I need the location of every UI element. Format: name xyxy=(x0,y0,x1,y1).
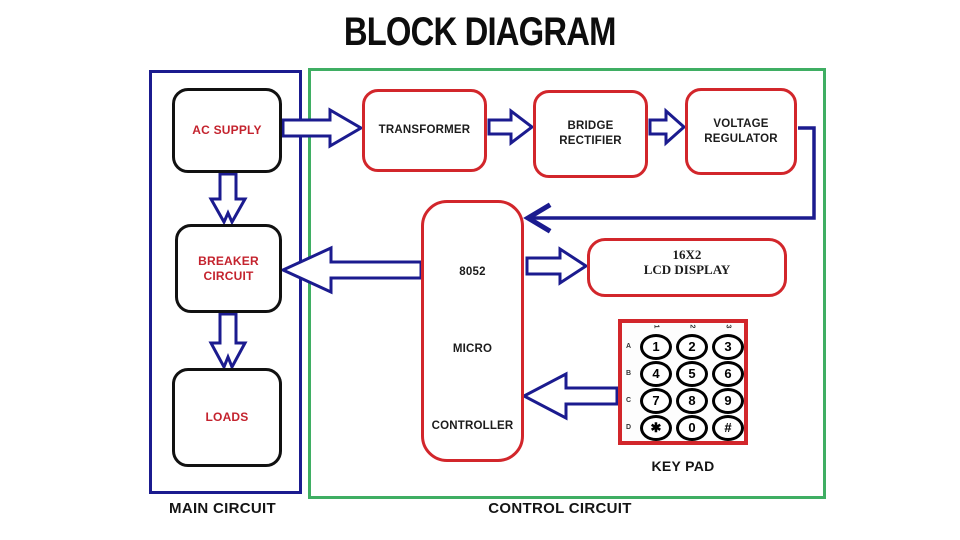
block-loads: LOADS xyxy=(172,368,282,467)
keypad-key-6: 6 xyxy=(710,360,746,387)
keypad-key-8: 8 xyxy=(674,387,710,414)
block-vreg-label-line1: VOLTAGE xyxy=(713,117,769,130)
block-breaker-circuit: BREAKER CIRCUIT xyxy=(175,224,282,313)
keypad-key-7: 7 xyxy=(638,387,674,414)
block-breaker-label-line2: CIRCUIT xyxy=(203,268,254,283)
block-bridge-label-line1: BRIDGE xyxy=(567,120,614,133)
block-ac-supply: AC SUPPLY xyxy=(172,88,282,173)
keypad-key-4: 4 xyxy=(638,360,674,387)
keypad-column-labels: 1 2 3 xyxy=(638,323,746,330)
block-mcu-label-line3: CONTROLLER xyxy=(431,419,514,432)
block-mcu-label-line2: MICRO xyxy=(452,342,493,355)
keypad-key-3: 3 xyxy=(710,333,746,360)
block-transformer: TRANSFORMER xyxy=(362,89,487,172)
keypad-row-label-c: C xyxy=(626,397,632,404)
main-circuit-caption: MAIN CIRCUIT xyxy=(169,500,276,517)
block-voltage-regulator: VOLTAGE REGULATOR xyxy=(685,88,797,175)
block-bridge-rectifier: BRIDGE RECTIFIER xyxy=(533,90,648,178)
control-circuit-caption: CONTROL CIRCUIT xyxy=(488,500,632,517)
keypad-key-2: 2 xyxy=(674,333,710,360)
keypad-key-1: 1 xyxy=(638,333,674,360)
keypad-row-label-d: D xyxy=(626,424,632,431)
block-breaker-label-line1: BREAKER xyxy=(198,253,259,268)
keypad-caption: KEY PAD xyxy=(651,458,715,474)
keypad-key-0: 0 xyxy=(674,414,710,441)
keypad-row-label-a: A xyxy=(626,343,632,350)
block-ac-supply-label: AC SUPPLY xyxy=(192,123,262,137)
block-loads-label: LOADS xyxy=(205,410,249,424)
block-lcd-display: 16X2 LCD DISPLAY xyxy=(587,238,787,297)
keypad-row-label-b: B xyxy=(626,370,632,377)
block-lcd-label-line2: LCD DISPLAY xyxy=(643,261,731,277)
keypad-panel: 1 2 3 A B C D 1 2 3 4 5 6 7 8 9 ✱ 0 # xyxy=(618,319,748,445)
block-bridge-label-line2: RECTIFIER xyxy=(559,135,622,147)
block-transformer-label: TRANSFORMER xyxy=(378,124,471,137)
keypad-grid: 1 2 3 4 5 6 7 8 9 ✱ 0 # xyxy=(638,333,746,441)
keypad-key-hash: # xyxy=(710,414,746,441)
keypad-key-star: ✱ xyxy=(638,414,674,441)
keypad-row-labels: A B C D xyxy=(626,333,631,441)
block-lcd-label-line1: 16X2 xyxy=(672,247,702,262)
keypad-key-9: 9 xyxy=(710,387,746,414)
block-vreg-label-line2: REGULATOR xyxy=(704,132,778,145)
block-microcontroller: 8052 MICRO CONTROLLER xyxy=(421,200,524,462)
block-mcu-label-line1: 8052 xyxy=(459,266,486,278)
page-title: BLOCK DIAGRAM xyxy=(344,10,617,54)
keypad-key-5: 5 xyxy=(674,360,710,387)
